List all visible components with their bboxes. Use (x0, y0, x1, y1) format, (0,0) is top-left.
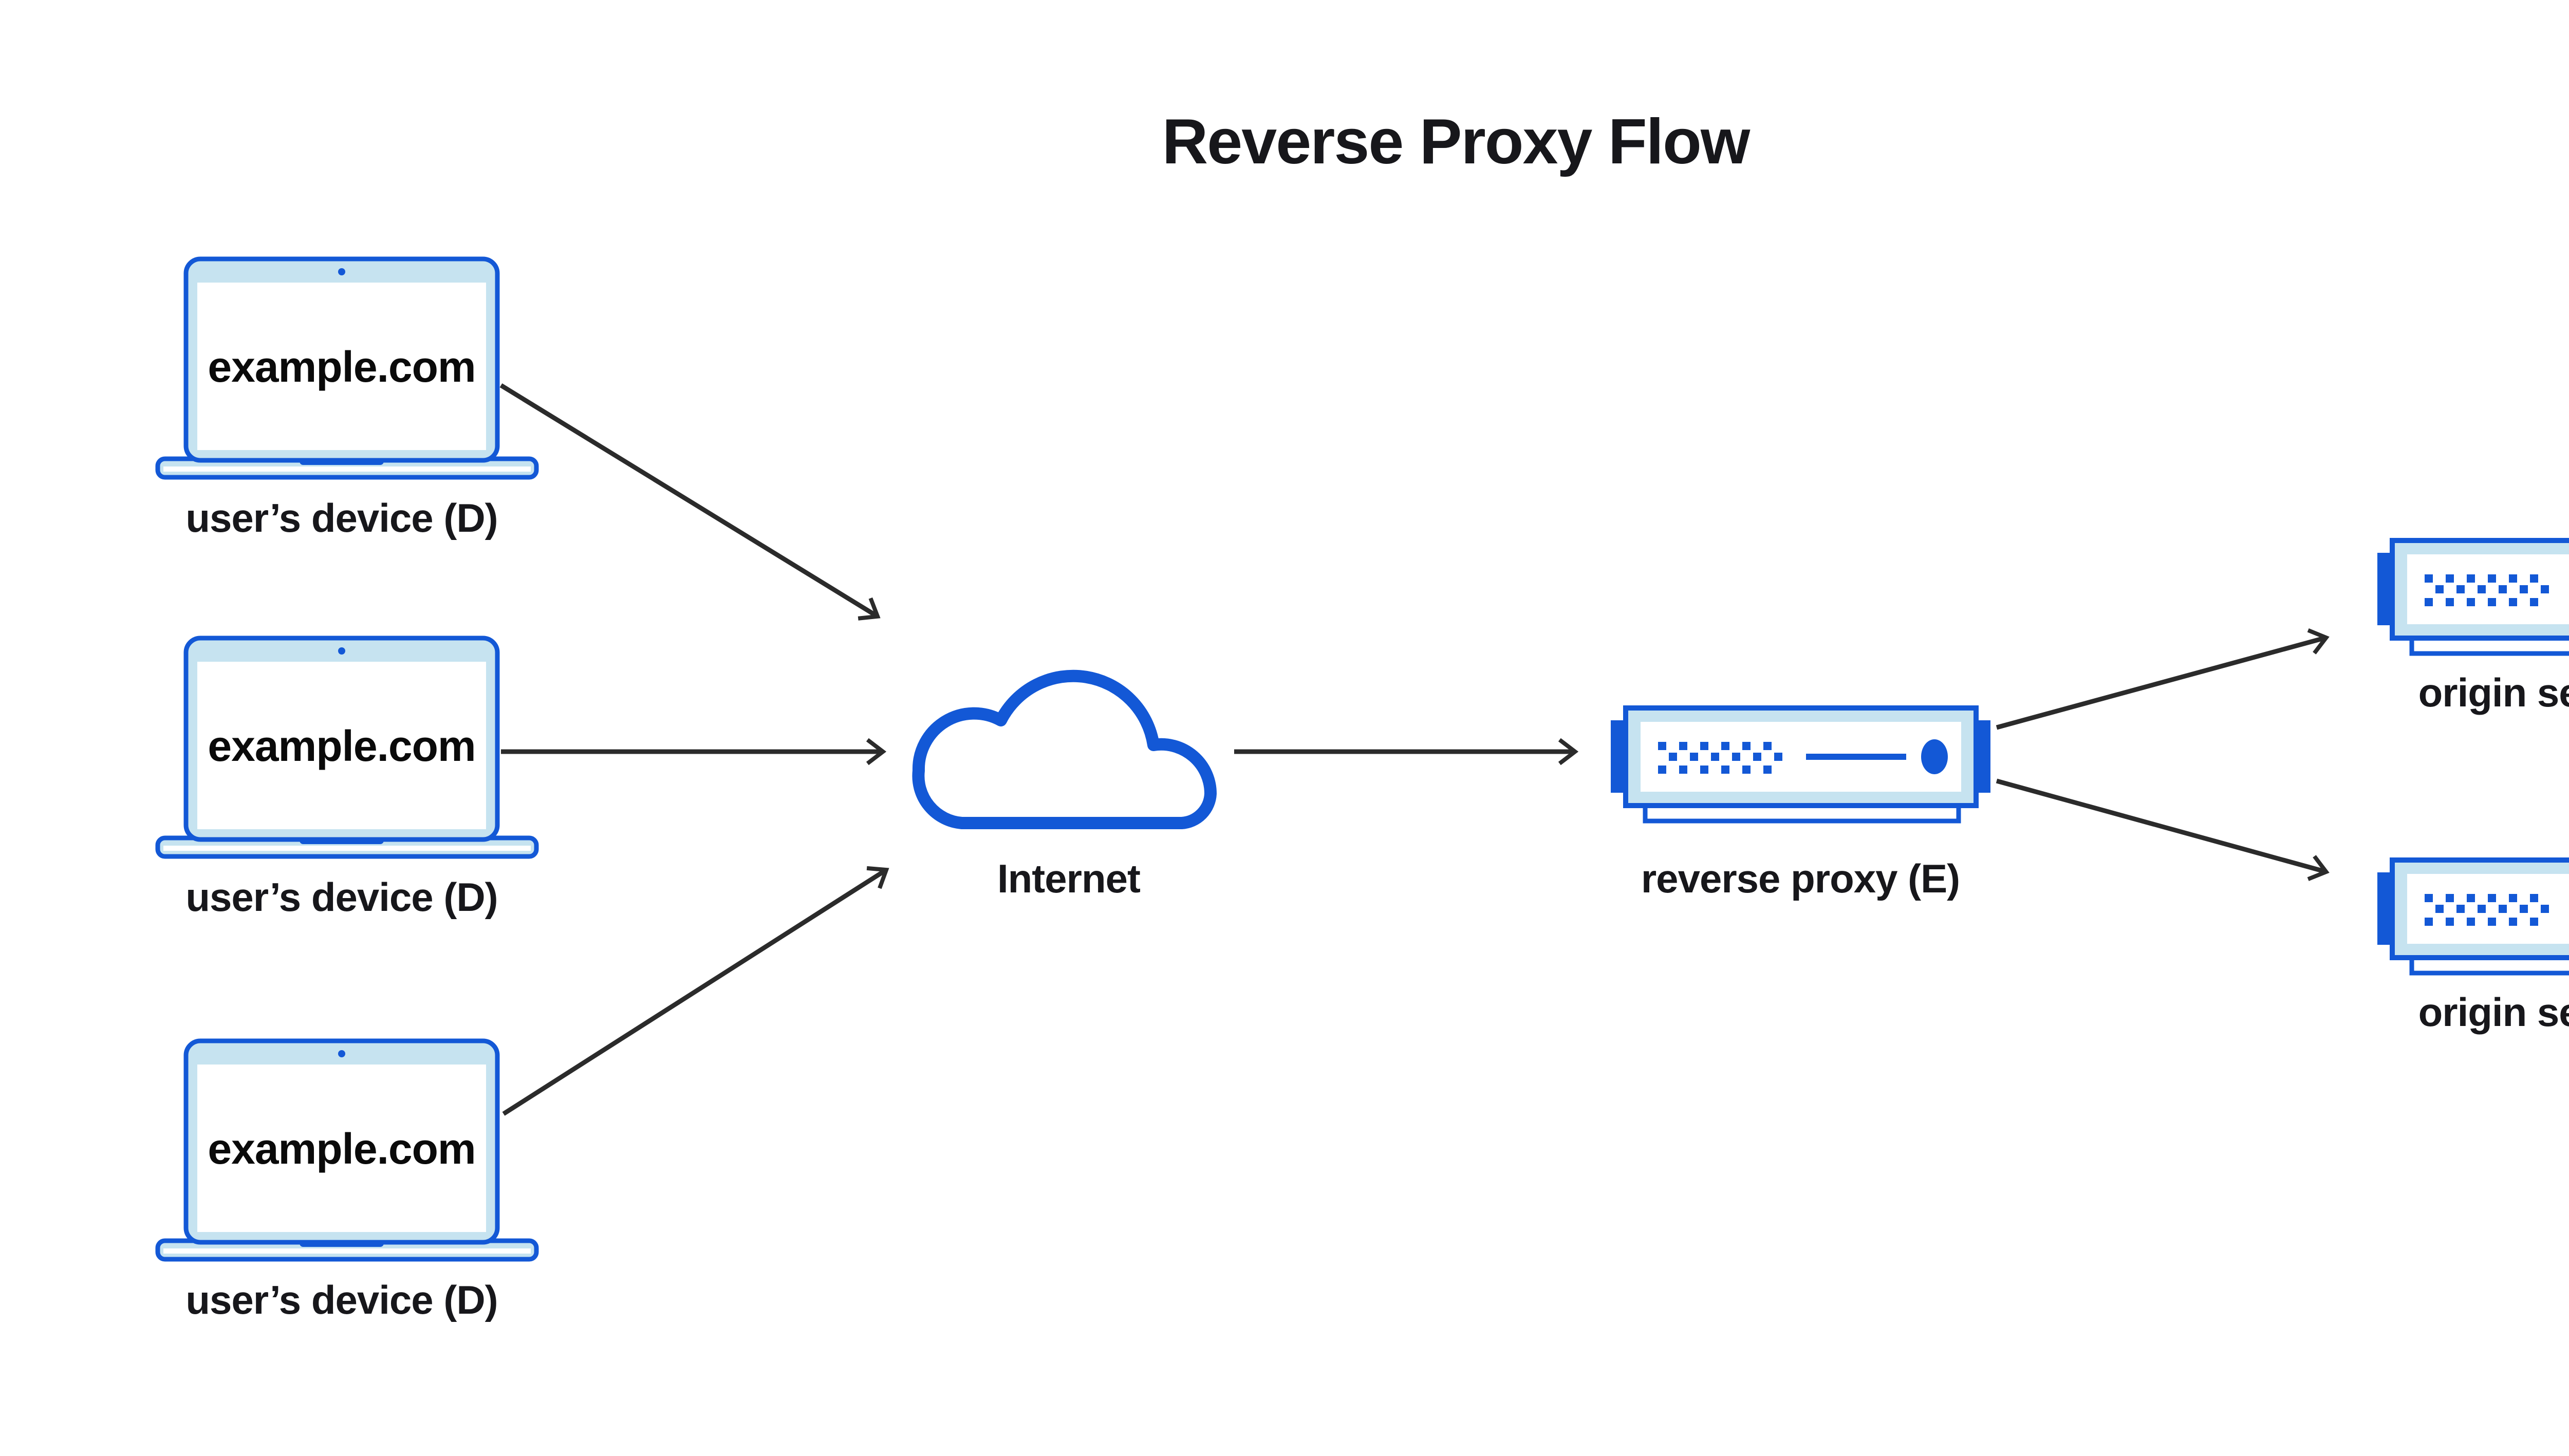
internet-label: Internet (997, 856, 1141, 901)
arrow-proxy-to-origin1 (1996, 628, 2330, 730)
node-origin-server-2: origin server (F) (2377, 860, 2569, 1035)
node-reverse-proxy: reverse proxy (E) (1611, 708, 1990, 901)
device-label: user’s device (D) (185, 874, 497, 920)
page-title: Reverse Proxy Flow (1162, 106, 1751, 177)
device-label: user’s device (D) (185, 1277, 497, 1322)
device-label: user’s device (D) (185, 495, 497, 540)
device-screen-url: example.com (208, 343, 475, 391)
device-screen-url: example.com (208, 1125, 475, 1173)
arrow-device1-to-internet (499, 383, 881, 621)
device-screen-url: example.com (208, 722, 475, 770)
node-user-device-2: example.com user’s device (D) (158, 638, 536, 920)
arrow-proxy-to-origin2 (1996, 778, 2330, 881)
node-origin-server-1: origin server (F) (2377, 540, 2569, 715)
node-user-device-3: example.com user’s device (D) (158, 1041, 536, 1322)
node-user-device-1: example.com user’s device (D) (158, 259, 536, 540)
server-icon (2377, 540, 2569, 654)
arrow-device3-to-internet (502, 866, 889, 1116)
cloud-icon (912, 669, 1217, 829)
server-icon (2377, 860, 2569, 973)
origin-server-label: origin server (F) (2418, 670, 2569, 715)
flow-arrows (499, 383, 2330, 1116)
origin-server-label: origin server (F) (2418, 990, 2569, 1035)
reverse-proxy-label: reverse proxy (E) (1641, 856, 1960, 901)
server-icon (1611, 708, 1990, 821)
node-internet: Internet (912, 669, 1217, 901)
